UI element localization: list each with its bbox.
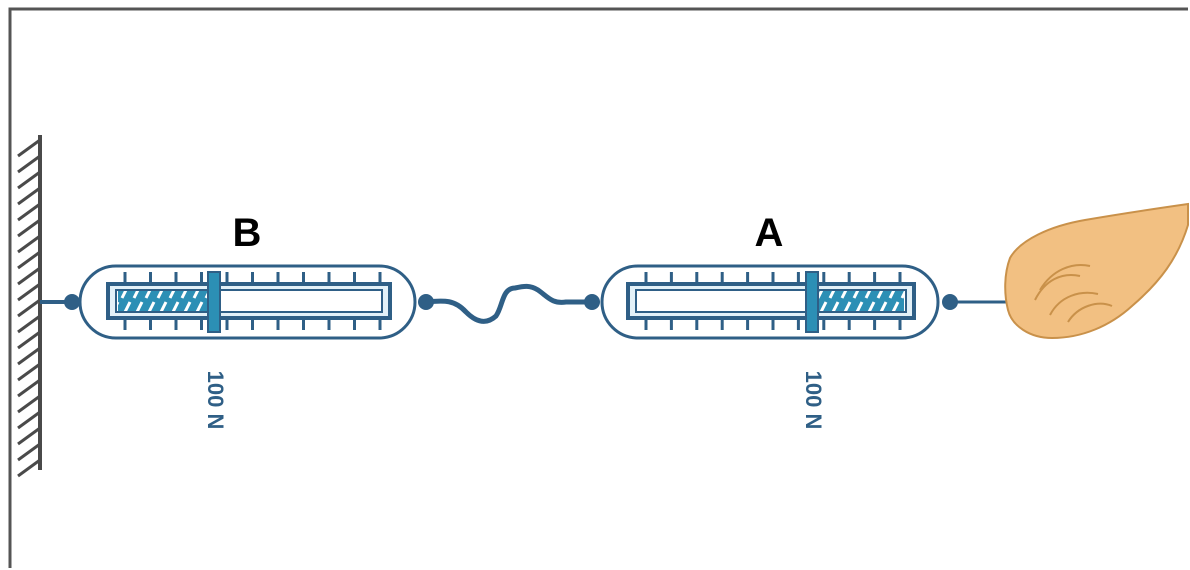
hook-a-left — [584, 294, 600, 310]
spring-balance-a — [600, 264, 940, 340]
hand-icon — [1004, 202, 1189, 340]
connecting-cord — [425, 283, 592, 324]
wall — [17, 135, 42, 478]
frame-border — [8, 7, 1188, 568]
spring-b-reading: 100 N — [203, 371, 228, 430]
spring-balance-b — [78, 264, 417, 340]
indicator-a — [805, 271, 819, 333]
spring-a-reading: 100 N — [801, 371, 826, 430]
wall-hatch-icon — [17, 138, 41, 478]
spring-a-label: A — [755, 211, 784, 255]
indicator-b — [207, 271, 221, 333]
spring-b-label: B — [233, 211, 262, 255]
spring-coil-icon — [118, 291, 210, 311]
spring-coil-icon — [818, 291, 904, 311]
wall-hook — [64, 294, 80, 310]
